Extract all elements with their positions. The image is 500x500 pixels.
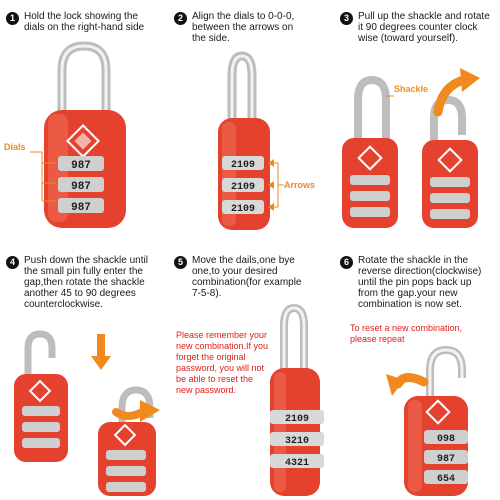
arrow-down-icon [91, 334, 111, 370]
dial-row: 3210 [285, 436, 309, 447]
step-number: 3 [340, 12, 353, 25]
dial-row: 2109 [285, 414, 309, 425]
tsa-diamond-icon [425, 399, 451, 425]
dial-row: 4321 [285, 458, 309, 469]
rotate-arrow-icon [386, 373, 429, 396]
dials-label: Dials [4, 142, 26, 152]
dial-row: 987 [71, 160, 91, 172]
shackle-label: Shackle [394, 84, 429, 94]
step-text: Move the dails,one bye one,to your desir… [192, 255, 302, 299]
step-1: 1 Hold the lock showing the dials on the… [0, 0, 166, 250]
lock-reverse-rotate-illustration: 098 987 654 [386, 345, 468, 496]
lock-side-illustration: 2109 2109 2109 [218, 51, 284, 230]
step-text: Align the dials to 0-0-0, between the ar… [192, 11, 295, 44]
step-text: Push down the shackle until the small pi… [24, 255, 148, 310]
lock-push-rotate-illustration [14, 330, 160, 496]
step-number: 5 [174, 256, 187, 269]
lock-front-illustration: 987 987 987 [30, 41, 126, 228]
remember-password-note: Please remember your new combination.If … [176, 330, 269, 395]
step-5: 5 Move the dails,one bye one,to your des… [168, 250, 334, 500]
step-3: 3 Pull up the shackle and rotate it 90 d… [334, 0, 500, 250]
tsa-diamond-icon [357, 145, 383, 171]
dial-row: 2109 [231, 182, 255, 193]
step-text: Hold the lock showing the dials on the r… [24, 11, 145, 33]
lock-side-dials-illustration: 2109 3210 4321 [270, 303, 324, 496]
rotate-arrow-icon [433, 68, 480, 117]
step-number: 4 [6, 256, 19, 269]
step-6: 6 Rotate the shackle in the reverse dire… [334, 250, 500, 500]
step-text: Rotate the shackle in the reverse direct… [358, 255, 482, 310]
dial-row: 2109 [231, 204, 255, 215]
step-2: 2 Align the dials to 0-0-0, between the … [168, 0, 334, 250]
dial-row: 987 [437, 454, 455, 465]
step-number: 6 [340, 256, 353, 269]
tsa-diamond-icon [113, 423, 137, 447]
rotate-arrow-icon [112, 400, 160, 422]
dial-row: 987 [71, 181, 91, 193]
tsa-diamond-icon [437, 147, 463, 173]
dial-row: 654 [437, 474, 455, 485]
step-number: 1 [6, 12, 19, 25]
dial-row: 098 [437, 434, 455, 445]
dial-row: 987 [71, 202, 91, 214]
step-number: 2 [174, 12, 187, 25]
step-text: Pull up the shackle and rotate it 90 deg… [358, 11, 490, 44]
reset-note: To reset a new combination, please repea… [350, 323, 463, 344]
lock-open-rotate-illustration [342, 68, 480, 228]
tsa-diamond-icon [66, 124, 100, 158]
arrows-label: Arrows [284, 180, 316, 190]
tsa-diamond-icon [28, 379, 52, 403]
dial-row: 2109 [231, 160, 255, 171]
step-4: 4 Push down the shackle until the small … [0, 250, 166, 500]
alignment-arrow-icon [268, 159, 284, 211]
